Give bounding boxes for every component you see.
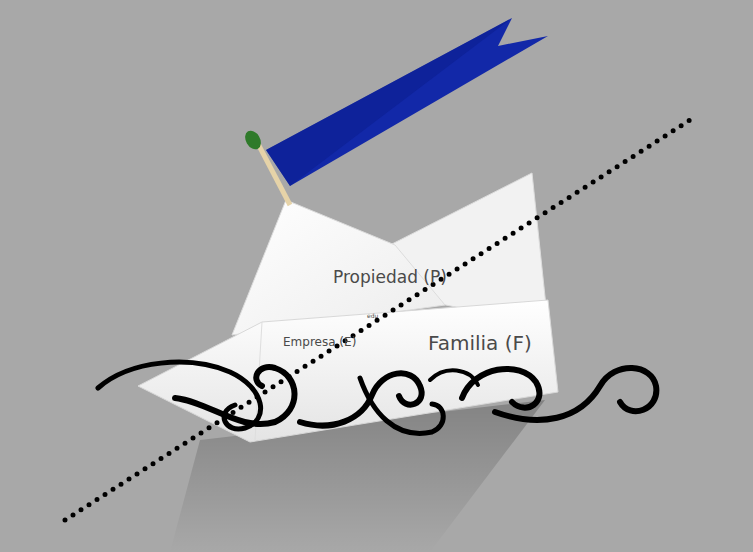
boat-hull <box>138 300 558 442</box>
boat-label: edu <box>367 313 378 319</box>
flag <box>266 18 548 186</box>
dotted-line <box>65 120 690 520</box>
boat-label: Empresa (E) <box>283 336 356 348</box>
mast-knob <box>242 128 264 152</box>
flag-shade <box>266 18 512 186</box>
boat-label: Propiedad (P) <box>333 269 447 286</box>
waves <box>98 362 656 433</box>
boat-label: Familia (F) <box>428 333 532 353</box>
